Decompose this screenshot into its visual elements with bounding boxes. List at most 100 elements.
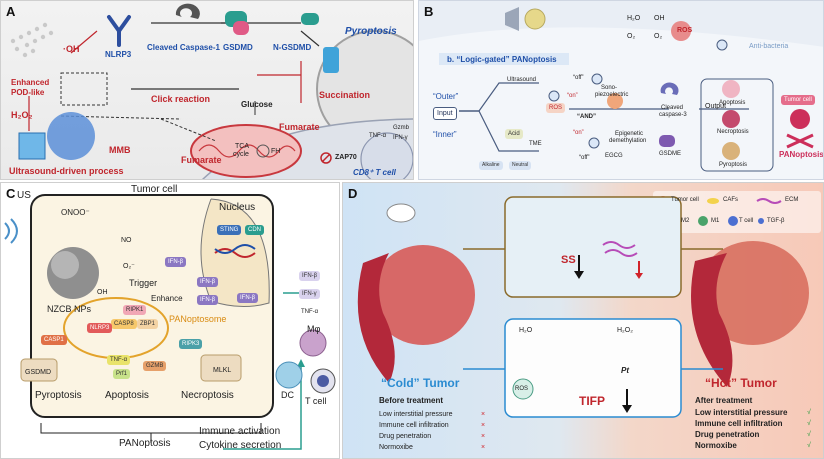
sting-pill: STING [217,225,242,235]
after-row-3: Drug penetration [695,430,760,439]
ifnb-pill-2: IFN-β [197,277,219,287]
gsdme-label: GSDME [659,151,682,157]
outer-label: “Outer” [433,92,459,101]
gzmb-label: Gzmb [393,125,410,131]
sono-label: Sono- [601,85,618,91]
panel-a-graphics [10,3,413,179]
mphi-label: Mφ [307,324,321,334]
ultrasound-process-label: Ultrasound-driven process [9,166,124,176]
nlrp3-pill-c: NLRP3 [87,323,113,333]
after-row-2: Immune cell infiltration [695,419,783,428]
panel-c-label: C [6,186,16,201]
panoptosis-label-c: PANoptosis [119,438,171,449]
pod-like-label: POD-like [11,88,45,97]
gzmb-pill: GZMB [143,361,167,371]
ros-top-label: ROS [677,27,693,34]
legend-tgfb: TGF-β [767,218,785,224]
h2o-label-d: H₂O [519,327,533,334]
prf1-pill: Prf1 [113,369,131,379]
piezo-label: piezoelectric [595,92,629,98]
caspase3-label: caspase-3 [659,112,687,118]
ifn-label: IFN-γ [393,135,408,141]
pyroptosis-label-b: Pyroptosis [719,162,748,168]
side-ifnb-pill: IFN-β [299,271,321,281]
casp8-pill: CASP8 [111,319,137,329]
legend-m2: M2 [681,218,690,224]
pyroptosis-label: Pyroptosis [345,26,397,37]
cleaved-label: Cleaved [661,105,684,111]
ifnb-pill-1: IFN-β [165,257,187,267]
nucleus-label: Nucleus [219,202,256,213]
panoptosis-label-b: PANoptosis [779,150,824,159]
oh-label-c: OH [97,289,108,296]
cross-mark-4: × [481,444,486,451]
succination-label: Succination [319,90,371,100]
cleaved-caspase-label: Cleaved Caspase-1 [147,43,220,52]
enhanced-label: Enhanced [11,78,50,87]
oh-label-b: OH [654,15,665,22]
zbp1-pill: ZBP1 [137,319,159,329]
apoptosis-label-b: Apoptosis [719,100,746,106]
panel-b-label: B [424,4,434,19]
n-gsdmd-label: N-GSDMD [273,43,312,52]
check-mark-3: √ [807,431,811,438]
h2o-label-b: H₂O [627,15,641,22]
anti-bacteria-label: Anti-bacteria [749,43,789,50]
ripk1-pill: RIPK1 [123,305,147,315]
tnfa-pill: TNF-α [107,355,131,365]
tca-label: TCA [235,143,249,150]
panoptosome-label: PANoptosome [169,314,227,324]
alkaline-pill: Alkaline [479,161,503,170]
mmb-label: MMB [109,145,131,155]
off-label-1: “off” [573,75,584,81]
off-label-2: “off” [579,155,590,161]
panel-d-label: D [348,186,358,201]
cross-mark-2: × [481,422,486,429]
trigger-label: Trigger [129,278,158,288]
acid-pill: Acid [505,129,523,139]
after-title: After treatment [695,396,753,405]
demethylation-label: demethylation [609,138,647,144]
neutral-pill: Neutral [509,161,532,170]
click-reaction-label: Click reaction [151,94,211,104]
panel-b-title: b. “Logic-gated” PANoptosis [447,55,557,64]
legend-cafs: CAFs [723,197,738,203]
us-label: US [17,190,31,201]
ifnb-pill-3: IFN-β [197,295,219,305]
cytokine-secretion-label: Cytokine secretion [199,440,282,451]
panel-a-label: A [6,4,16,19]
before-row-1: Low interstitial pressure [379,411,453,418]
fumarate-label-2: Fumarate [279,122,320,132]
gsdmd-label: GSDMD [223,43,253,52]
o2b-label-b: O₂ [627,33,636,40]
side-ifng-pill: IFN-γ [299,289,320,299]
after-row-4: Normoxibe [695,441,737,450]
hot-tumor-label: “Hot” Tumor [705,376,777,390]
o2-label-b: O₂ [654,33,663,40]
side-tnf-label: TNF-α [301,309,319,315]
ultrasound-label-b: Ultrasound [507,77,537,83]
nzcb-label: NZCB NPs [47,304,92,314]
panel-b-graphics [419,1,823,172]
casp1-pill: CASP1 [41,335,67,345]
panel-a: A Enhanced POD-like ·OH H₂O₂ NLRP3 Cleav… [0,0,414,180]
fh-label: FH [271,148,281,155]
apoptosis-label-c: Apoptosis [105,390,149,401]
before-row-2: Immune cell infiltration [379,422,449,429]
panel-d: D Tumor cell CAFs ECM M2 M1 T cell TGF-β… [342,182,824,459]
legend-m1: M1 [711,218,720,224]
o2-minus-label: O₂⁻ [123,263,135,270]
onoo-label: ONOO⁻ [61,208,90,217]
check-mark-2: √ [807,420,811,427]
gsdmd-label-c: GSDMD [25,369,52,376]
legend-ecm: ECM [785,197,799,203]
tumor-cell-label-c: Tumor cell [131,184,178,195]
dc-label: DC [281,390,294,400]
cross-mark-1: × [481,411,486,418]
h2o2-label-d: H₂O₂ [617,327,633,334]
output-label: Output [705,103,727,110]
epigenetic-label: Epigenetic [615,131,644,137]
ros-label-d: ROS [515,386,529,392]
tnf-label: TNF-α [369,133,387,139]
on-label-2: “on” [573,130,584,136]
